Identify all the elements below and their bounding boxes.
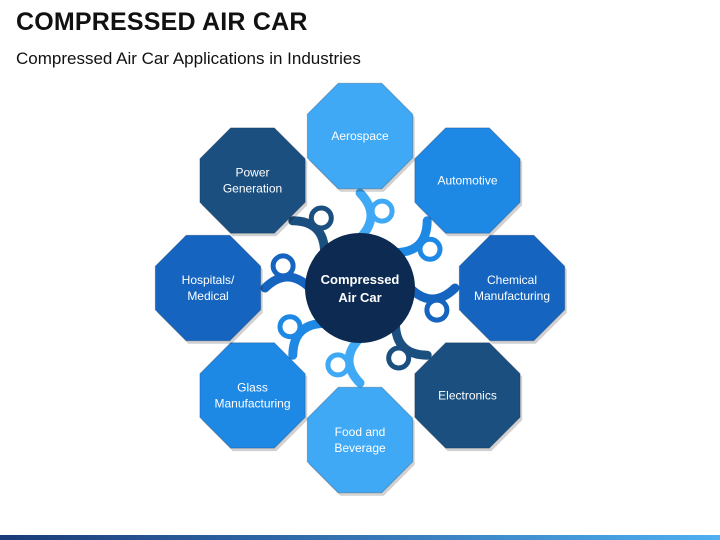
- connector-aerospace: [355, 188, 376, 243]
- connector-chemical-manufacturing: [405, 283, 460, 304]
- node-octagon: [458, 234, 566, 342]
- node-label: Glass: [237, 381, 268, 395]
- ring-automotive: [417, 236, 443, 262]
- node-octagon: [154, 234, 262, 342]
- node-label: Manufacturing: [474, 289, 550, 303]
- node-electronics: Electronics: [414, 342, 523, 452]
- ring-electronics: [386, 345, 412, 371]
- connector-food-and-beverage: [344, 333, 365, 388]
- node-label: Food and: [335, 425, 386, 439]
- bottom-accent-bar: [0, 535, 720, 540]
- ring-glass-manufacturing: [277, 314, 303, 340]
- node-octagon: [199, 127, 306, 234]
- node-hospitals-medical: Hospitals/Medical: [154, 234, 263, 344]
- node-label: Electronics: [438, 389, 497, 403]
- center-label: Air Car: [338, 290, 381, 305]
- ring-chemical-manufacturing: [424, 297, 450, 323]
- node-octagon: [306, 386, 414, 494]
- ring-food-and-beverage: [325, 352, 351, 378]
- page-title: COMPRESSED AIR CAR: [16, 8, 308, 36]
- connector-hospitals-medical: [260, 272, 315, 293]
- node-label: Hospitals/: [182, 273, 235, 287]
- node-automotive: Automotive: [414, 127, 523, 237]
- ring-aerospace: [369, 198, 395, 224]
- center-label: Compressed: [321, 272, 400, 287]
- node-octagon: [306, 82, 414, 190]
- node-octagon: [414, 127, 521, 234]
- ring-power-generation: [308, 205, 334, 231]
- node-label: Beverage: [334, 441, 386, 455]
- node-label: Chemical: [487, 273, 537, 287]
- node-label: Automotive: [437, 174, 497, 188]
- node-aerospace: Aerospace: [306, 82, 415, 192]
- node-octagon: [199, 342, 306, 449]
- node-label: Manufacturing: [214, 397, 290, 411]
- node-label: Aerospace: [331, 129, 389, 143]
- industry-nodes: AerospaceAutomotiveChemicalManufacturing…: [154, 82, 567, 496]
- node-label: Generation: [223, 182, 282, 196]
- page-subtitle: Compressed Air Car Applications in Indus…: [16, 49, 361, 68]
- node-label: Power: [235, 166, 269, 180]
- ring-hospitals-medical: [270, 253, 296, 279]
- node-octagon: [414, 342, 521, 449]
- center-circle: [305, 233, 415, 343]
- node-label: Medical: [187, 289, 228, 303]
